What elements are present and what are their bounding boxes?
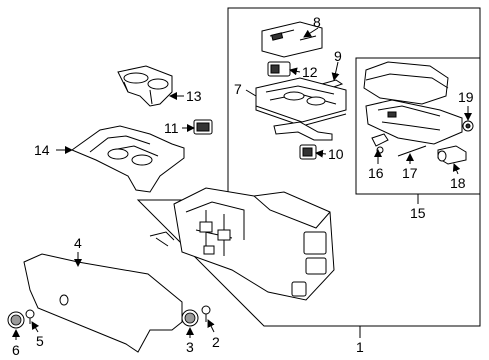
- callout-3: 3: [186, 339, 194, 355]
- callout-17: 17: [402, 165, 418, 181]
- callout-15: 15: [410, 205, 426, 221]
- leader-18: [452, 163, 461, 175]
- callout-9: 9: [334, 48, 342, 64]
- leader-2: [207, 319, 215, 333]
- damper-part-18: [437, 145, 467, 165]
- console-body-part: [149, 187, 335, 301]
- callout-13: 13: [186, 88, 202, 104]
- callout-8: 8: [313, 14, 321, 30]
- switch-part-10: [299, 144, 317, 160]
- callout-6: 6: [12, 342, 20, 358]
- callout-11: 11: [164, 120, 179, 136]
- nut-part-19: [462, 120, 474, 132]
- leader-8: [303, 27, 319, 38]
- leader-10: [315, 149, 327, 158]
- console-top-tray-part: [255, 77, 347, 127]
- callout-2: 2: [212, 334, 220, 350]
- callout-14: 14: [34, 142, 50, 158]
- callout-5: 5: [36, 333, 44, 349]
- leader-5: [31, 321, 40, 333]
- side-panel-part: [23, 253, 183, 353]
- armrest-lid-part: [363, 61, 449, 105]
- leader-12: [289, 67, 301, 76]
- plug-part-3: [181, 309, 199, 327]
- switch-part-11: [193, 119, 213, 135]
- latch-part-16: [371, 133, 389, 154]
- callout-10: 10: [328, 146, 344, 162]
- callout-18: 18: [450, 175, 466, 191]
- armrest-base-part: [365, 99, 463, 145]
- screw-part-2: [201, 305, 211, 322]
- bracket-part: [273, 121, 333, 141]
- callout-1: 1: [356, 339, 364, 355]
- leader-7: [245, 89, 257, 97]
- callout-19: 19: [458, 89, 474, 105]
- pin-part-17: [397, 145, 427, 157]
- callout-4: 4: [74, 235, 82, 251]
- callout-7: 7: [234, 81, 242, 97]
- switch-part-12: [267, 61, 291, 77]
- clip-part-5: [25, 309, 35, 324]
- cup-holder-part: [117, 65, 173, 107]
- callout-16: 16: [368, 165, 384, 181]
- lower-bezel-part: [70, 125, 185, 193]
- plug-part-6: [7, 311, 25, 329]
- leader-9: [331, 61, 340, 81]
- callout-12: 12: [302, 64, 318, 80]
